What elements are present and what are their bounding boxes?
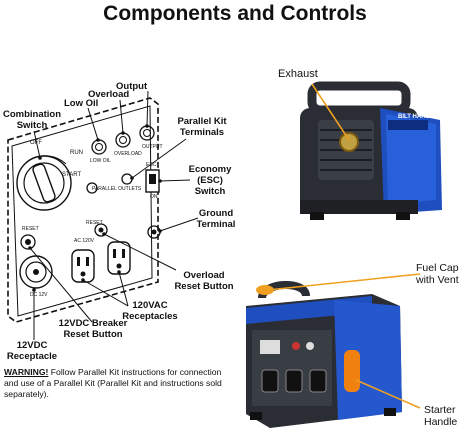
parallel-outlet-left: [86, 182, 98, 194]
dc-breaker-label: 12VDC Breaker Reset Button: [58, 318, 128, 340]
overload-reset: [94, 223, 108, 237]
starter-handle-label: Starter Handle: [424, 404, 458, 428]
overload-label: Overload: [88, 89, 130, 100]
panel-print-output: OUTPUT: [142, 144, 163, 150]
overload-indicator: [115, 132, 131, 148]
panel-print-start: START: [62, 172, 82, 178]
ac-receptacle-2: [107, 241, 131, 275]
output-indicator: [139, 125, 155, 141]
starter-callout-line: [355, 379, 421, 409]
dc-breaker: [20, 234, 36, 250]
low-oil-indicator: [91, 139, 107, 155]
output-label: Output: [116, 81, 148, 92]
panel-print-reset-dc: RESET: [22, 226, 39, 232]
panel-print-ac: AC 120V: [74, 238, 95, 244]
combination-switch-knob: [16, 155, 72, 211]
generator-top-image: [300, 81, 442, 220]
dc-receptacle: [19, 255, 53, 289]
panel-print-esc: ESC: [146, 162, 157, 168]
panel-print-parallel: PARALLEL OUTLETS: [92, 186, 142, 192]
combination-switch-label: Combination Switch: [2, 109, 62, 131]
panel-print-dc: DC 12V: [30, 292, 48, 298]
warning-text: Follow Parallel Kit instructions for con…: [4, 367, 222, 399]
panel-print-overload: OVERLOAD: [114, 151, 142, 157]
page-title: Components and Controls: [103, 2, 367, 25]
warning-note: WARNING! Follow Parallel Kit instruction…: [4, 367, 234, 400]
economy-switch-label: Economy (ESC) Switch: [188, 164, 232, 197]
generator-bottom-image: [246, 280, 402, 428]
fuel-cap-label: Fuel Cap with Vent: [416, 262, 459, 286]
ground-terminal-label: Ground Terminal: [196, 208, 236, 230]
exhaust-label: Exhaust: [278, 68, 318, 80]
parallel-outlet-right: [121, 173, 133, 185]
brand-text: BILT HARD: [398, 114, 430, 120]
warning-prefix: WARNING!: [4, 367, 49, 377]
exhaust-callout-line: [311, 83, 350, 141]
fuel-cap-callout-line: [267, 273, 421, 291]
panel-print-low-oil: LOW OIL: [90, 158, 111, 164]
dc-receptacle-label: 12VDC Receptacle: [6, 340, 58, 362]
ac-receptacle-1: [71, 249, 95, 283]
parallel-kit-terminals-label: Parallel Kit Terminals: [177, 116, 227, 138]
overload-reset-label: Overload Reset Button: [174, 270, 234, 292]
ac-receptacles-label: 120VAC Receptacles: [122, 300, 178, 322]
panel-print-on: ON: [150, 194, 158, 200]
panel-print-reset-ac: RESET: [86, 220, 103, 226]
panel-print-off: OFF: [30, 140, 42, 146]
panel-print-run: RUN: [70, 150, 83, 156]
low-oil-label: Low Oil: [64, 98, 99, 109]
